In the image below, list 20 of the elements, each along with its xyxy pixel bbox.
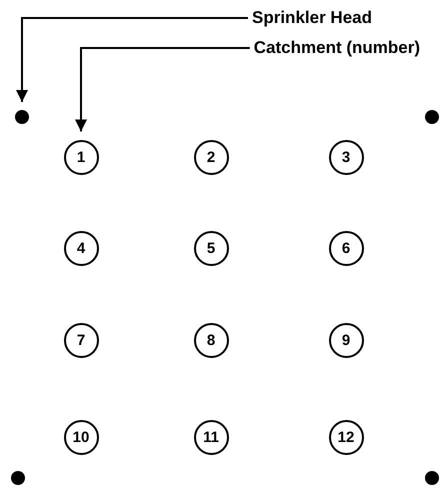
catchment-circle: 11 [194, 420, 228, 454]
catchment-circle: 12 [328, 420, 364, 454]
catchment-circle: 2 [194, 140, 228, 174]
catchment-circle: 5 [194, 230, 228, 266]
catchment-circle: 6 [328, 230, 364, 266]
sprinkler-head-dot [15, 110, 29, 124]
leader-line [75, 47, 250, 132]
sprinkler-head-dot [425, 471, 439, 485]
catchment-circle: 4 [64, 230, 98, 266]
catchment-circle: 3 [328, 140, 364, 174]
callout-label: Catchment (number) [254, 38, 420, 58]
catchment-circle: 10 [64, 420, 98, 454]
catchment-circle: 9 [328, 322, 364, 358]
sprinkler-head-dot [425, 110, 439, 124]
callout-label: Sprinkler Head [252, 8, 372, 28]
catchment-circle: 7 [64, 322, 98, 358]
leader-line [16, 17, 248, 102]
catchment-circle: 8 [194, 322, 228, 358]
sprinkler-head-dot [11, 471, 25, 485]
catchment-circle: 1 [64, 140, 98, 174]
